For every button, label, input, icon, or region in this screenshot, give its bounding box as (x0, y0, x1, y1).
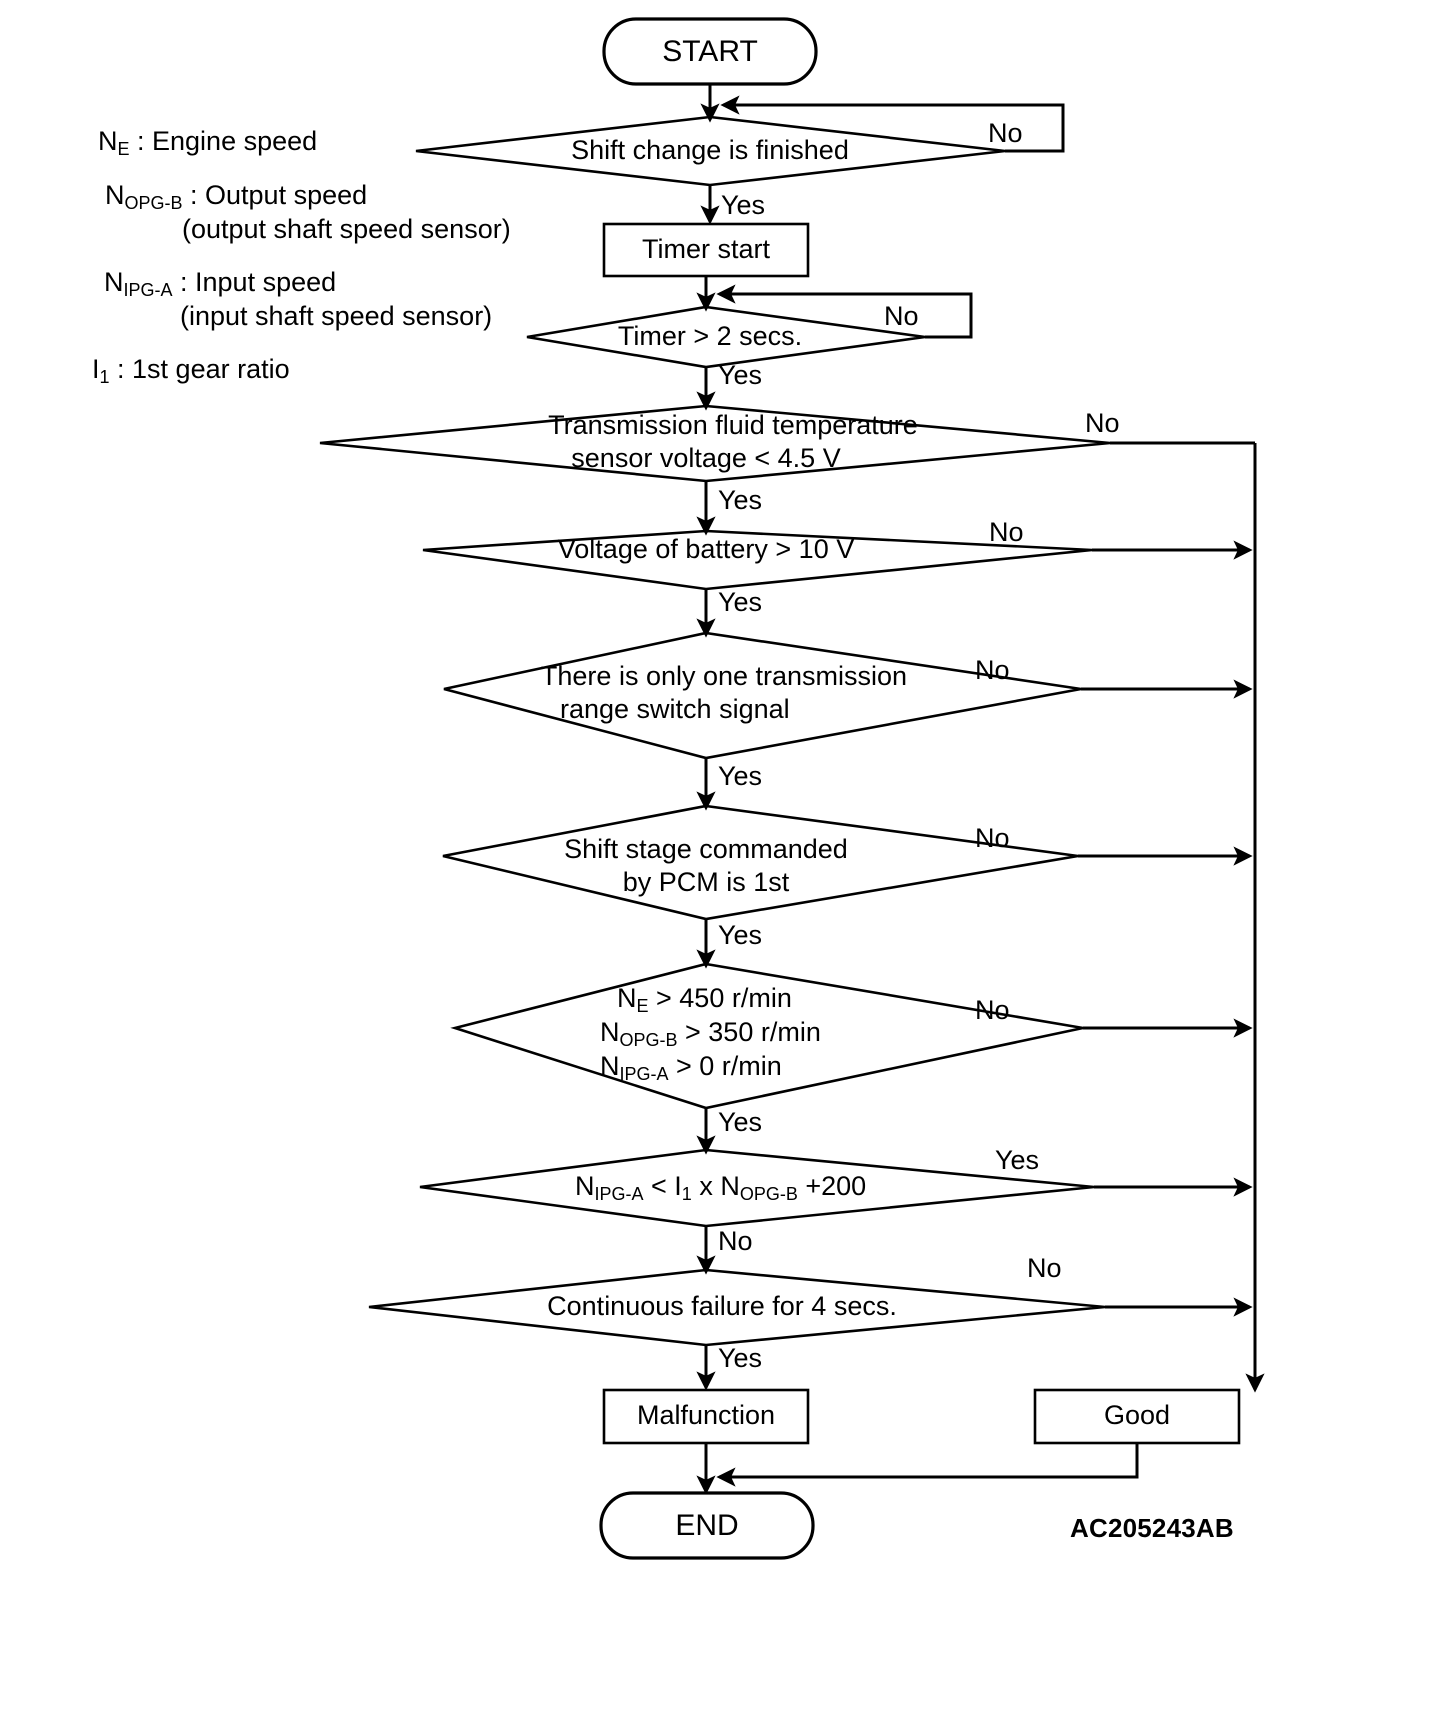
legend-sub-0: E (118, 139, 130, 159)
malfunction-label: Malfunction (637, 1400, 775, 1430)
legend-symbol-3: I (92, 354, 100, 384)
legend-item-1: NOPG-B : Output speed (105, 180, 367, 213)
start-label: START (662, 35, 758, 68)
node-decision-range-switch: There is only one transmission range swi… (443, 631, 1082, 760)
d2-yes-label: Yes (718, 360, 762, 390)
reference-code: AC205243AB (1070, 1513, 1234, 1543)
d7-rest1: > 450 r/min (649, 983, 792, 1013)
d8-label: NIPG-A < I1 x NOPG-B +200 (575, 1171, 866, 1204)
d9-label: Continuous failure for 4 secs. (547, 1291, 897, 1321)
d8-sub1: IPG-A (595, 1184, 644, 1204)
d8-sub3: OPG-B (740, 1184, 798, 1204)
node-end: END (599, 1491, 815, 1560)
node-decision-speed-conditions: NE > 450 r/min NOPG-B > 350 r/min NIPG-A… (450, 962, 1084, 1110)
legend-sub-2: IPG-A (124, 280, 173, 300)
node-decision-battery-voltage: Voltage of battery > 10 V (422, 529, 1093, 591)
d8-sym1: N (575, 1171, 595, 1201)
legend: NE : Engine speed NOPG-B : Output speed … (92, 126, 511, 387)
legend-symbol-1: N (105, 180, 125, 210)
d9-yes-label: Yes (718, 1343, 762, 1373)
legend-text-0: : Engine speed (130, 126, 318, 156)
d1-yes-label: Yes (721, 190, 765, 220)
legend-sub-3: 1 (100, 367, 110, 387)
legend-text-3: : 1st gear ratio (110, 354, 290, 384)
end-shape (599, 1491, 815, 1560)
d5-label-line2: range switch signal (560, 694, 790, 724)
d5-yes-label: Yes (718, 761, 762, 791)
d3-yes-label: Yes (718, 485, 762, 515)
d7-label-line1: NE > 450 r/min (617, 983, 792, 1016)
d4-label: Voltage of battery > 10 V (558, 534, 854, 564)
d6-label-line1: Shift stage commanded (564, 834, 848, 864)
connector-good-to-end (716, 1443, 1139, 1487)
legend-text-1: : Output speed (183, 180, 368, 210)
d7-sub3: IPG-A (620, 1064, 669, 1084)
legend-symbol-2: N (104, 267, 124, 297)
legend-item-3: I1 : 1st gear ratio (92, 354, 290, 387)
d5-label-line1: There is only one transmission (541, 661, 907, 691)
d7-sym3: N (600, 1051, 620, 1081)
legend-item-2-line2: (input shaft speed sensor) (180, 301, 492, 331)
node-decision-formula: NIPG-A < I1 x NOPG-B +200 (419, 1148, 1095, 1228)
d8-mid2: x N (692, 1171, 740, 1201)
legend-text-2: : Input speed (173, 267, 337, 297)
legend-item-1-line2: (output shaft speed sensor) (182, 214, 511, 244)
d3-label-line1: Transmission fluid temperature (548, 410, 918, 440)
node-decision-timer: Timer > 2 secs. (526, 305, 926, 369)
d3-label-line2: sensor voltage < 4.5 V (571, 443, 840, 473)
connector-d1-no-loopback (720, 95, 1065, 153)
d7-sym1: N (617, 983, 637, 1013)
timer-start-label: Timer start (642, 234, 770, 264)
d7-sub2: OPG-B (620, 1030, 678, 1050)
d1-no-label: No (988, 118, 1023, 148)
d6-label-line2: by PCM is 1st (623, 867, 790, 897)
d3-no-label: No (1085, 408, 1120, 438)
node-decision-shift-change: Shift change is finished (415, 115, 1006, 187)
d4-yes-label: Yes (718, 587, 762, 617)
d1-label: Shift change is finished (571, 135, 849, 165)
connector-d2-no-loopback (716, 284, 973, 339)
legend-item-0: NE : Engine speed (98, 126, 317, 159)
d5-no-label: No (975, 655, 1010, 685)
d8-mid1: < I (644, 1171, 682, 1201)
d8-sub2: 1 (682, 1184, 692, 1204)
d6-yes-label: Yes (718, 920, 762, 950)
node-malfunction: Malfunction (602, 1388, 810, 1445)
d7-rest3: > 0 r/min (669, 1051, 782, 1081)
good-label: Good (1104, 1400, 1170, 1430)
end-label: END (675, 1509, 738, 1542)
d9-no-label: No (1027, 1253, 1062, 1283)
d7-label-line3: NIPG-A > 0 r/min (600, 1051, 782, 1084)
node-decision-fluid-temp: Transmission fluid temperature sensor vo… (319, 404, 1111, 483)
legend-sub-1: OPG-B (125, 193, 183, 213)
d2-label: Timer > 2 secs. (618, 321, 802, 351)
node-decision-continuous-failure: Continuous failure for 4 secs. (368, 1268, 1106, 1347)
legend-symbol-0: N (98, 126, 118, 156)
d7-rest2: > 350 r/min (678, 1017, 821, 1047)
legend-item-2: NIPG-A : Input speed (104, 267, 336, 300)
d8-yes-label: Yes (995, 1145, 1039, 1175)
node-good: Good (1033, 1388, 1241, 1445)
node-start: START (602, 17, 818, 86)
d2-no-label: No (884, 301, 919, 331)
d6-no-label: No (975, 823, 1010, 853)
d7-yes-label: Yes (718, 1107, 762, 1137)
d4-no-label: No (989, 517, 1024, 547)
d7-sym2: N (600, 1017, 620, 1047)
node-timer-start: Timer start (602, 222, 810, 278)
d8-no-label: No (718, 1226, 753, 1256)
d7-no-label: No (975, 995, 1010, 1025)
d7-sub1: E (637, 996, 649, 1016)
d8-tail: +200 (798, 1171, 866, 1201)
d7-label-line2: NOPG-B > 350 r/min (600, 1017, 821, 1050)
